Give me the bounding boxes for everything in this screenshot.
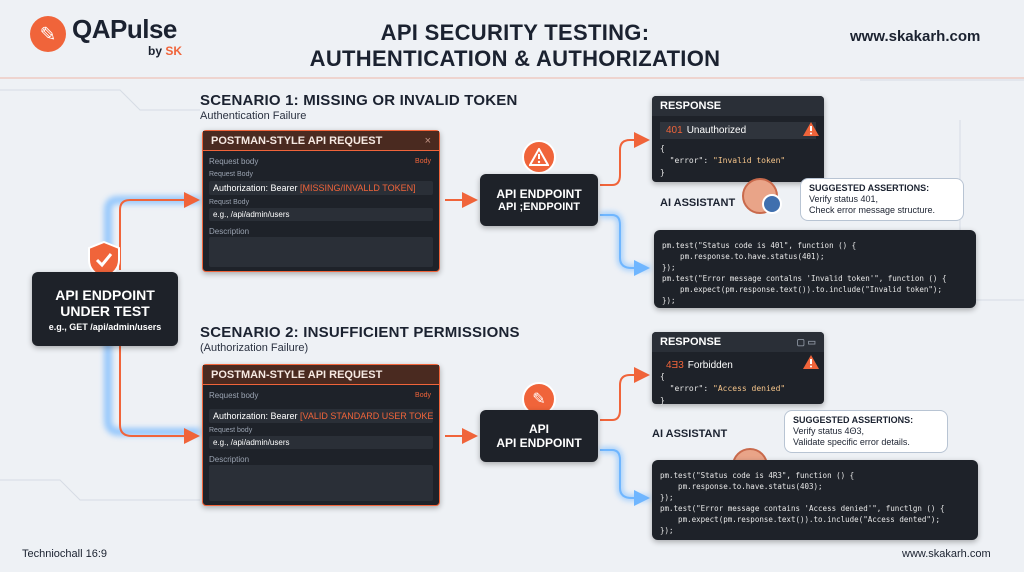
suggest-line1: Verify status 4Θ3,: [793, 426, 865, 436]
auth-header-input[interactable]: Authorization: Bearer [MISSING/INVALLD T…: [209, 181, 433, 195]
ai-assistant-label: AI ASSISTANT: [652, 428, 728, 440]
main-endpoint-example: e.g., GET /api/admin/users: [48, 321, 162, 332]
request-header-title: POSTMAN-STYLE API REQUEST: [211, 368, 383, 381]
response-body: { "error": "Access denied" }: [660, 372, 786, 405]
test-script: pm.test("Status code is 4R3", function (…: [652, 460, 978, 546]
alert-triangle-icon: [802, 354, 820, 375]
warning-icon: [522, 140, 556, 174]
scenario2-request-panel: POSTMAN-STYLE API REQUEST Request body B…: [202, 364, 440, 506]
suggest-line2: Validate specific error details.: [793, 437, 910, 447]
status-code: 4Ǝ3: [666, 360, 684, 371]
request-header: POSTMAN-STYLE API REQUEST ×: [203, 131, 439, 151]
main-endpoint-line2: UNDER TEST: [60, 302, 150, 319]
code-line: pm.test("Error message contalns 'Invalid…: [662, 274, 947, 283]
ai-assistant-label: AI ASSISTANT: [660, 197, 736, 209]
response-body: { "error": "Invalid token" }: [660, 144, 786, 177]
description-input[interactable]: [209, 465, 433, 501]
description-label: Description: [209, 227, 250, 236]
request-body-label: Request body: [209, 391, 259, 400]
code-line: pm.response.to.have.status(403);: [660, 482, 823, 491]
request-body-label: Request body: [209, 157, 259, 166]
suggested-assertions-bubble: SUGGESTED ASSERTIONS: Verify status 4Θ3,…: [784, 410, 948, 453]
url-input[interactable]: e.g., /api/admin/users: [209, 208, 433, 221]
description-label: Description: [209, 455, 250, 464]
scenario2-title: SCENARIO 2: INSUFFICIENT PERMISSIONS: [200, 324, 520, 341]
code-line: pm.expect(pm.response.text()).to.include…: [660, 515, 940, 524]
url-input[interactable]: e.g., /api/admin/users: [209, 436, 433, 449]
brand-byline: by SK: [148, 44, 183, 58]
suggest-title: SUGGESTED ASSERTIONS:: [793, 415, 914, 425]
status-code: 401: [666, 125, 683, 136]
brand-name: QAPulse: [72, 14, 177, 44]
shield-icon: [86, 240, 122, 280]
request-header: POSTMAN-STYLE API REQUEST: [203, 365, 439, 385]
code-line: pm.test("Error message contains 'Access …: [660, 504, 945, 513]
scenario2-subtitle: (Authorization Failure): [200, 342, 309, 354]
footer-left-text: Techniochall 16:9: [22, 548, 108, 560]
code-line: });: [660, 526, 674, 535]
main-endpoint-line1: API ENDPOINT: [55, 286, 155, 303]
scenario2-code-panel: pm.test("Status code is 4R3", function (…: [652, 460, 978, 540]
header-site-link[interactable]: www.skakarh.com: [850, 28, 981, 45]
scenario2-endpoint-line2: API ENDPOINT: [496, 436, 582, 450]
request-header-title: POSTMAN-STYLE API REQUEST: [211, 134, 383, 147]
body-tab[interactable]: Body: [415, 158, 431, 165]
scenario1-title: SCENARIO 1: MISSING OR INVALID TOKEN: [200, 92, 518, 109]
description-input[interactable]: [209, 237, 433, 267]
scenario1-request-panel: POSTMAN-STYLE API REQUEST × Request body…: [202, 130, 440, 272]
test-script: pm.test("Status code is 4θl", function (…: [654, 230, 976, 316]
close-icon[interactable]: ×: [424, 134, 431, 147]
copy-icon[interactable]: ▢ ▭: [796, 336, 816, 347]
auth-header-input[interactable]: Authorization: Bearer [VALID STANDARD US…: [209, 409, 433, 423]
status-text: Unauthorized: [686, 125, 747, 136]
logo-icon: ✎: [30, 16, 66, 52]
scenario1-endpoint-line1: API ENDPOINT: [496, 187, 582, 201]
main-endpoint-box: API ENDPOINT UNDER TEST e.g., GET /api/a…: [32, 272, 178, 346]
scenario1-code-panel: pm.test("Status code is 4θl", function (…: [654, 230, 976, 308]
scenario1-endpoint-line2: API ;ENDPOINT: [498, 201, 580, 213]
alert-triangle-icon: [802, 121, 820, 142]
suggest-line1: Verify status 401,: [809, 194, 879, 204]
response-header-title: RESPONSE: [660, 100, 722, 112]
ai-brain-icon: [742, 178, 782, 214]
request-body-sublabel: Request body: [209, 427, 253, 434]
code-line: pm.response.to.have.status(4θ1);: [662, 252, 825, 261]
response-header: RESPONSE: [652, 96, 824, 116]
code-line: });: [662, 296, 676, 305]
body-tab[interactable]: Body: [415, 392, 431, 399]
code-line: pm.expect(pm.response.text()).to.include…: [662, 285, 942, 294]
request-body-sublabel: Request Body: [209, 171, 253, 178]
scenario1-endpoint-box: API ENDPOINT API ;ENDPOINT: [480, 174, 598, 226]
footer-site-link[interactable]: www.skakarh.com: [902, 548, 991, 560]
suggest-line2: Check error message structure.: [809, 205, 936, 215]
suggested-assertions-bubble: SUGGESTED ASSERTIONS: Verify status 401,…: [800, 178, 964, 221]
response-header-title: RESPONSE: [660, 336, 722, 348]
status-text: Forbidden: [687, 360, 733, 371]
scenario2-endpoint-box: API API ENDPOINT: [480, 410, 598, 462]
response-header: RESPONSE ▢ ▭: [652, 332, 824, 352]
suggest-title: SUGGESTED ASSERTIONS:: [809, 183, 930, 193]
scenario2-endpoint-line1: API: [528, 422, 549, 436]
code-line: });: [662, 263, 676, 272]
code-line: pm.test("Status code is 4R3", function (…: [660, 471, 855, 480]
code-line: pm.test("Status code is 4θl", function (…: [662, 241, 857, 250]
request-body-sublabel-2: Requst Body: [209, 199, 250, 206]
scenario1-subtitle: Authentication Failure: [200, 110, 307, 122]
code-line: });: [660, 493, 674, 502]
page-title: API SECURITY TESTING: AUTHENTICATION & A…: [309, 20, 721, 71]
